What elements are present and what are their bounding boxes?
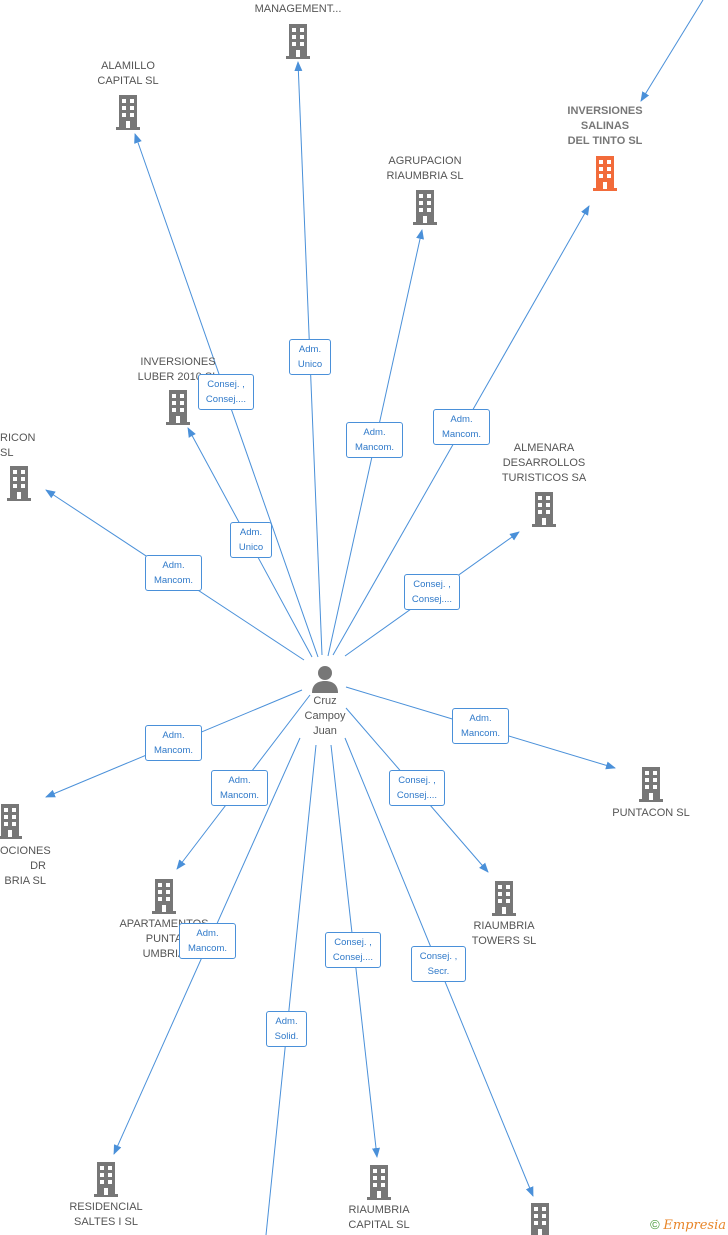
- edge-bottom-left: [265, 744, 317, 1235]
- building-icon-highlighted: [593, 156, 617, 191]
- role-tag-puntacon[interactable]: Adm. Mancom.: [452, 708, 509, 744]
- company-label: RIAUMBRIA CAPITAL SL: [348, 1204, 410, 1231]
- company-label: ALMENARA DESARROLLOS TURISTICOS SA: [501, 442, 587, 484]
- role-tag-ricon[interactable]: Adm. Mancom.: [145, 555, 202, 591]
- role-tag-inversiones-salinas[interactable]: Adm. Mancom.: [433, 409, 490, 445]
- footer-brand[interactable]: © Empresia: [650, 1217, 726, 1233]
- company-residencial[interactable]: RESIDENCIAL SALTES I SL: [46, 1161, 166, 1230]
- company-ociones[interactable]: OCIONES DR BRIA SL: [0, 803, 51, 889]
- company-puntacon[interactable]: PUNTACON SL: [601, 766, 701, 821]
- company-riaumbria-towers[interactable]: RIAUMBRIA TOWERS SL: [444, 880, 564, 949]
- role-tag-riaumbria-towers[interactable]: Consej. , Consej....: [389, 770, 445, 806]
- company-apartamentos[interactable]: APARTAMENTOS PUNTA UMBRIA: [104, 878, 224, 962]
- company-label: RESIDENCIAL SALTES I SL: [69, 1201, 143, 1228]
- building-icon: [94, 1162, 118, 1197]
- copyright-symbol: ©: [650, 1217, 660, 1232]
- role-tag-riaumbria-capital[interactable]: Consej. , Consej....: [325, 932, 381, 968]
- company-label: RICON SL: [0, 432, 36, 459]
- company-label: INVERSIONES SALINAS DEL TINTO SL: [567, 105, 643, 147]
- building-icon: [286, 24, 310, 59]
- company-riaumbria-capital[interactable]: RIAUMBRIA CAPITAL SL: [319, 1164, 439, 1233]
- role-tag-inversiones-luber[interactable]: Adm. Unico: [230, 522, 272, 558]
- company-management[interactable]: MANAGEMENT...: [233, 2, 363, 59]
- edge-top-right: [640, 0, 704, 102]
- company-bottom-right[interactable]: [526, 1202, 554, 1235]
- role-tag-alamillo[interactable]: Consej. , Consej....: [198, 374, 254, 410]
- building-icon: [152, 879, 176, 914]
- brand-name: Empresia: [663, 1218, 726, 1233]
- person-icon: [312, 666, 338, 693]
- building-icon: [367, 1165, 391, 1200]
- company-almenara[interactable]: ALMENARA DESARROLLOS TURISTICOS SA: [484, 441, 604, 527]
- building-icon: [116, 95, 140, 130]
- company-label: AGRUPACION RIAUMBRIA SL: [386, 155, 464, 182]
- building-icon: [7, 466, 31, 501]
- company-label: RIAUMBRIA TOWERS SL: [471, 920, 537, 947]
- company-label: ALAMILLO CAPITAL SL: [97, 60, 159, 87]
- role-tag-ociones[interactable]: Adm. Mancom.: [145, 725, 202, 761]
- company-label: MANAGEMENT...: [254, 3, 342, 15]
- building-icon: [532, 492, 556, 527]
- company-label: OCIONES DR BRIA SL: [0, 845, 51, 887]
- building-icon: [531, 1203, 549, 1235]
- role-tag-management[interactable]: Adm. Unico: [289, 339, 331, 375]
- company-label: APARTAMENTOS PUNTA UMBRIA: [119, 918, 209, 960]
- company-agrupacion[interactable]: AGRUPACION RIAUMBRIA SL: [365, 154, 485, 225]
- person-node[interactable]: Cruz Campoy Juan: [290, 664, 360, 739]
- building-icon: [0, 804, 22, 839]
- building-icon: [639, 767, 663, 802]
- role-tag-apartamentos[interactable]: Adm. Mancom.: [211, 770, 268, 806]
- company-inversiones-salinas[interactable]: INVERSIONES SALINAS DEL TINTO SL: [545, 104, 665, 191]
- building-icon: [492, 881, 516, 916]
- role-tag-residencial[interactable]: Adm. Mancom.: [179, 923, 236, 959]
- role-tag-bottom-right[interactable]: Consej. , Secr.: [411, 946, 466, 982]
- building-icon: [166, 390, 190, 425]
- person-name: Cruz Campoy Juan: [304, 695, 346, 737]
- company-ricon[interactable]: RICON SL: [0, 431, 50, 501]
- role-tag-bottom-left[interactable]: Adm. Solid.: [266, 1011, 307, 1047]
- role-tag-agrupacion[interactable]: Adm. Mancom.: [346, 422, 403, 458]
- building-icon: [413, 190, 437, 225]
- role-tag-almenara[interactable]: Consej. , Consej....: [404, 574, 460, 610]
- company-label: PUNTACON SL: [612, 807, 690, 819]
- company-alamillo[interactable]: ALAMILLO CAPITAL SL: [68, 59, 188, 130]
